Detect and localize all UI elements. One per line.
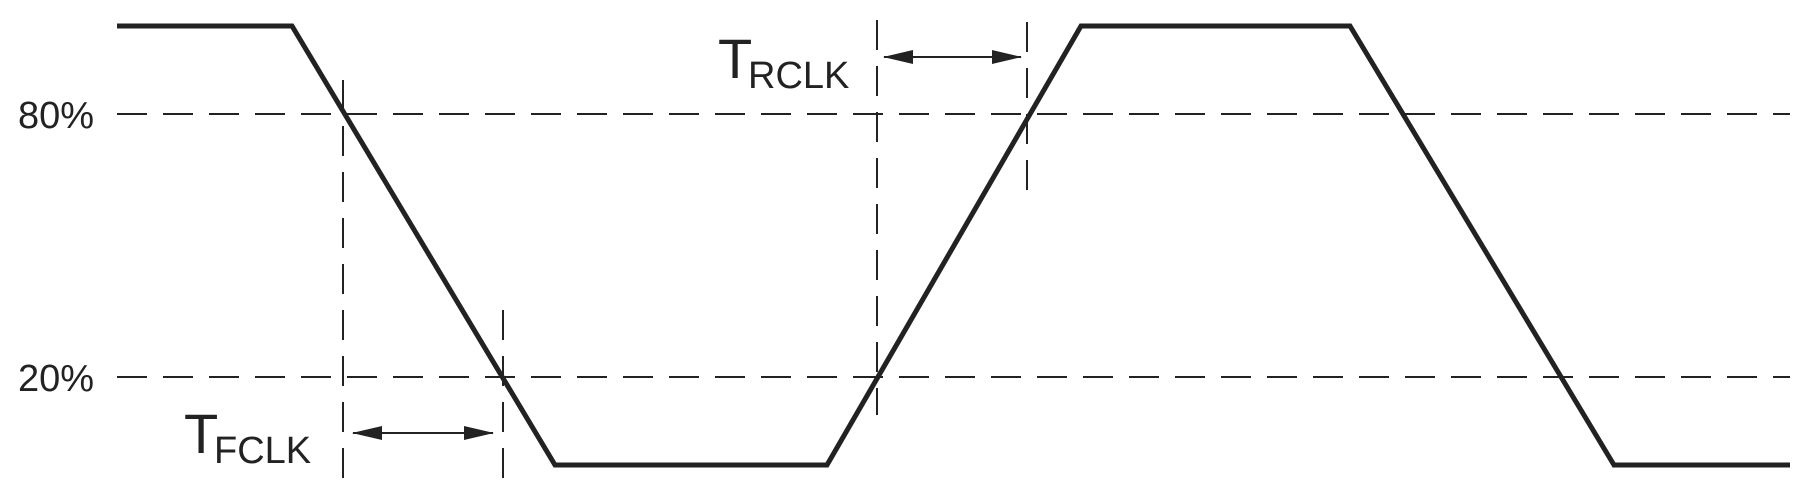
rise-time-symbol: T [718,27,752,90]
rise-time-subscript: RCLK [748,55,849,97]
clock-waveform [117,23,1790,468]
threshold-label-80: 80% [18,95,94,137]
threshold-label-20: 20% [18,358,94,400]
fall-time-subscript: FCLK [214,430,311,472]
fall-time-symbol: T [184,402,218,465]
